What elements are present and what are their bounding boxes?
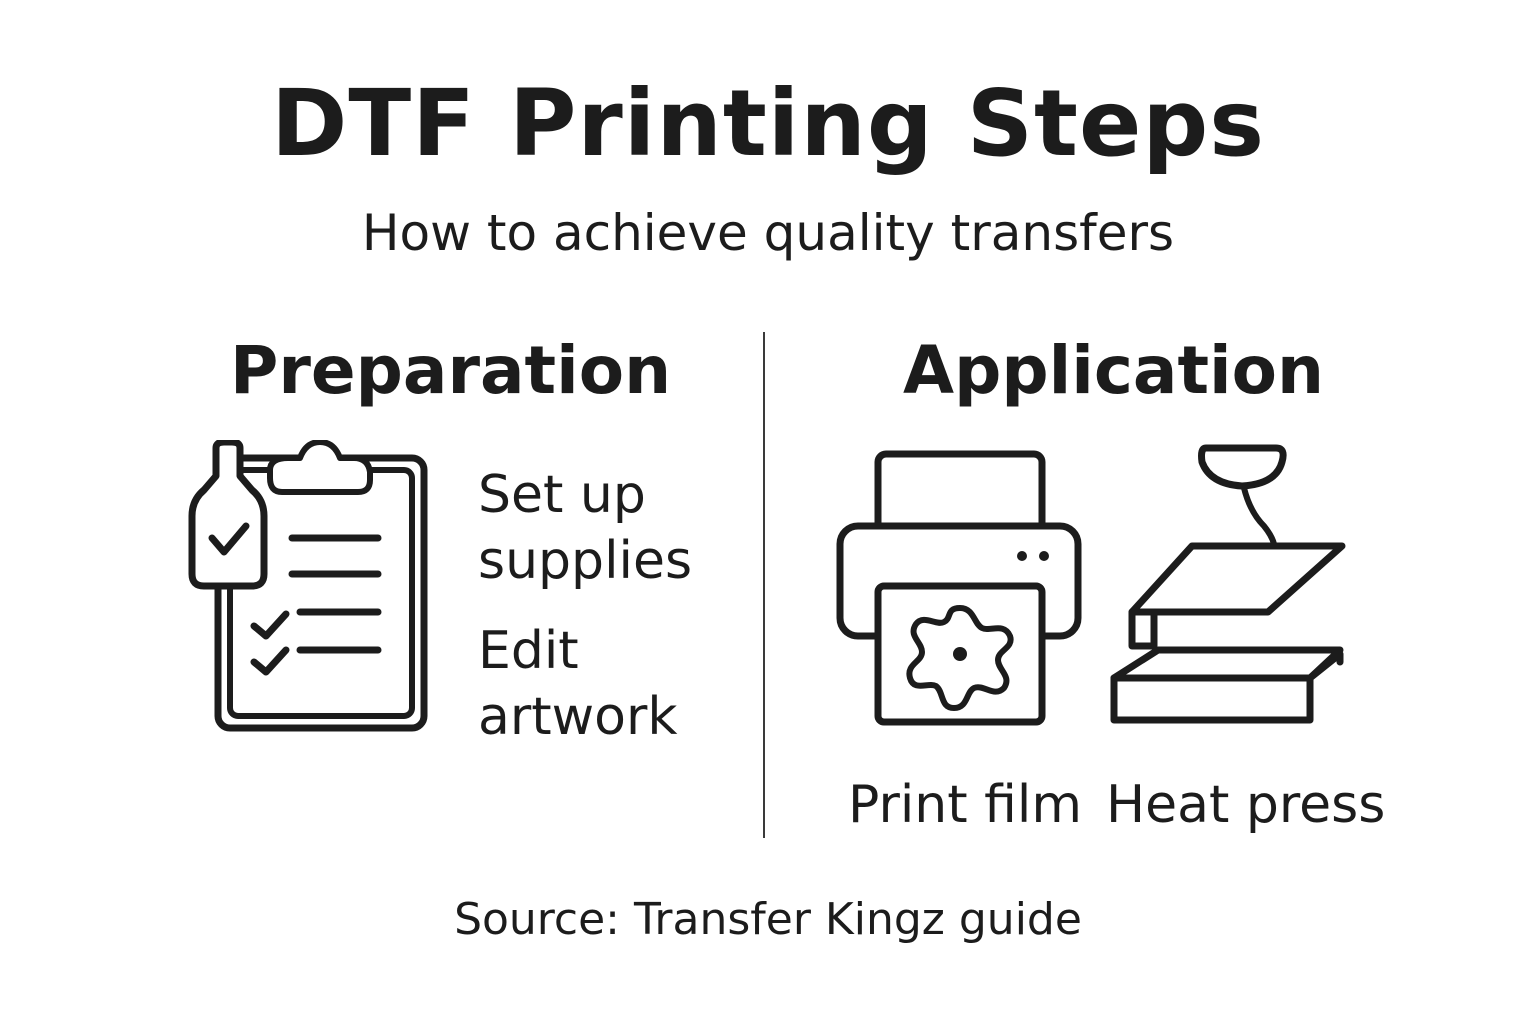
clipboard-checklist-icon xyxy=(188,440,428,732)
step-heat-press: Heat press xyxy=(1106,775,1386,835)
application-title: Application xyxy=(903,332,1324,409)
source-note: Source: Transfer Kingz guide xyxy=(454,894,1082,945)
printer-icon xyxy=(836,450,1082,726)
preparation-title: Preparation xyxy=(230,332,672,409)
section-divider xyxy=(763,332,765,838)
heat-press-icon xyxy=(1110,444,1346,724)
step-set-up-supplies: Set up supplies xyxy=(478,465,693,591)
page-title: DTF Printing Steps xyxy=(271,70,1265,177)
step-edit-artwork: Edit artwork xyxy=(478,621,678,747)
page-subtitle: How to achieve quality transfers xyxy=(361,204,1175,262)
step-print-film: Print film xyxy=(848,775,1082,835)
